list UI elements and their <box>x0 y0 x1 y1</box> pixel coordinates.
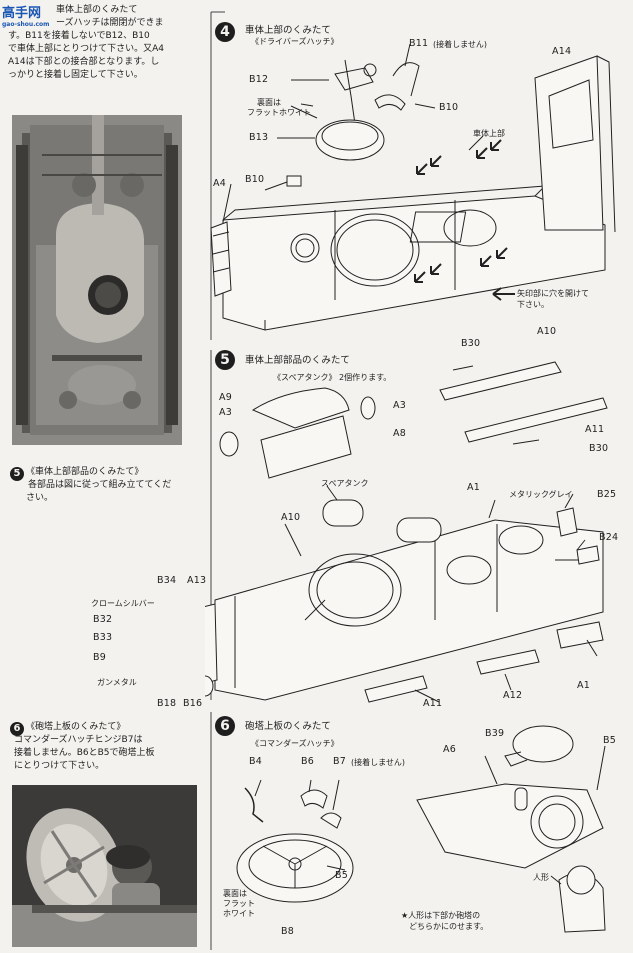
label-a4: A4 <box>213 178 226 189</box>
step4-badge: 4 <box>215 22 235 42</box>
label-a6: A6 <box>443 744 456 755</box>
label-a9: A9 <box>219 392 232 403</box>
diagram-panel: 4 車体上部のくみたて 《ドライバーズハッチ》 B11 (接着しません) A14… <box>91 0 633 953</box>
label-a8: A8 <box>393 428 406 439</box>
label-arrow-note-1: 矢印部に穴を開けて <box>517 289 589 298</box>
label-b16: B16 <box>183 698 203 709</box>
label-paint-note-1: 裏面は <box>257 98 281 107</box>
label-b39: B39 <box>485 728 505 739</box>
label-b25: B25 <box>597 489 617 500</box>
label-b32: B32 <box>93 614 113 625</box>
label-a11b: A11 <box>423 698 443 709</box>
label-a1: A1 <box>467 482 480 493</box>
label-b7-note: (接着しません) <box>351 758 406 767</box>
label-a3b: A3 <box>393 400 406 411</box>
label-figure-note-1: ★人形は下部か砲塔の <box>401 911 481 920</box>
label-b10: B10 <box>439 102 459 113</box>
label-b30b: B30 <box>589 443 609 454</box>
label-b8: B8 <box>281 926 294 937</box>
label-b30: B30 <box>461 338 481 349</box>
left-step6-badge: 6 <box>10 722 24 736</box>
intro-text: 車体上部のくみたて ーズハッチは開閉ができま す。B11を接着しないでB12、B… <box>8 5 164 80</box>
label-figure: 人形 <box>533 873 549 882</box>
label-a12: A12 <box>503 690 523 701</box>
left-column: 高手网 gao-shou.com 車体上部のくみたて ーズハッチは開閉ができま … <box>0 0 205 953</box>
label-b5b: B5 <box>335 870 348 881</box>
label-s6-paint-2: フラット <box>223 899 255 908</box>
step5-subtitle: 《スペアタンク》 2個作ります。 <box>273 373 392 382</box>
left-step5-badge: 5 <box>10 467 24 481</box>
label-b5: B5 <box>603 735 616 746</box>
step4-hull-drawing <box>210 43 616 331</box>
label-a11: A11 <box>585 424 605 435</box>
label-b34: B34 <box>157 575 177 586</box>
label-b11: B11 <box>409 38 429 49</box>
label-metallic-gray: メタリックグレイ <box>509 490 573 499</box>
watermark-logo: 高手网 gao-shou.com <box>2 6 50 28</box>
step6-badge: 6 <box>215 716 235 736</box>
label-gunmetal: ガンメタル <box>97 678 137 687</box>
step6-turret-drawing <box>236 725 606 933</box>
label-b6: B6 <box>301 756 314 767</box>
step5-hull-drawing <box>205 361 608 703</box>
label-figure-note-2: どちらかにのせます。 <box>409 922 489 931</box>
step6-title: 砲塔上板のくみたて <box>245 721 331 732</box>
label-a3: A3 <box>219 407 232 418</box>
label-paint-note-2: フラットホワイト <box>247 108 311 117</box>
step5-badge: 5 <box>215 350 235 370</box>
label-b11-note: (接着しません) <box>433 40 488 49</box>
label-b24: B24 <box>599 532 619 543</box>
label-chrome-silver: クロームシルバー <box>91 599 155 608</box>
label-b13: B13 <box>249 132 269 143</box>
label-a10: A10 <box>537 326 557 337</box>
diagram-frame <box>205 11 616 950</box>
left-step5-text: 《車体上部部品のくみたて》 各部品は図に従って組み立ててくだ さい。 <box>26 467 172 503</box>
label-spare-tank: スペアタンク <box>321 479 369 488</box>
label-a1b: A1 <box>577 680 590 691</box>
label-b4: B4 <box>249 756 262 767</box>
hull-photo <box>12 115 182 445</box>
label-b12: B12 <box>249 74 269 85</box>
label-a14: A14 <box>552 46 572 57</box>
label-s6-paint-1: 裏面は <box>223 889 247 898</box>
label-b7: B7 <box>333 756 346 767</box>
step4-subtitle: 《ドライバーズハッチ》 <box>251 37 339 46</box>
figure-photo <box>12 785 197 947</box>
label-b10b: B10 <box>245 174 265 185</box>
label-a13: A13 <box>187 575 207 586</box>
step6-subtitle: 《コマンダーズハッチ》 <box>251 739 339 748</box>
label-s6-paint-3: ホワイト <box>223 909 255 918</box>
label-hull-upper: 車体上部 <box>473 129 505 138</box>
label-b9: B9 <box>93 652 106 663</box>
label-a10b: A10 <box>281 512 301 523</box>
label-b33: B33 <box>93 632 113 643</box>
label-arrow-note-2: 下さい。 <box>517 300 549 309</box>
step4-title: 車体上部のくみたて <box>245 25 331 36</box>
left-step6-text: 《砲塔上板のくみたて》 コマンダーズハッチヒンジB7は 接着しません。B6とB5… <box>14 722 155 771</box>
label-b18: B18 <box>157 698 177 709</box>
step5-title: 車体上部部品のくみたて <box>245 355 350 366</box>
